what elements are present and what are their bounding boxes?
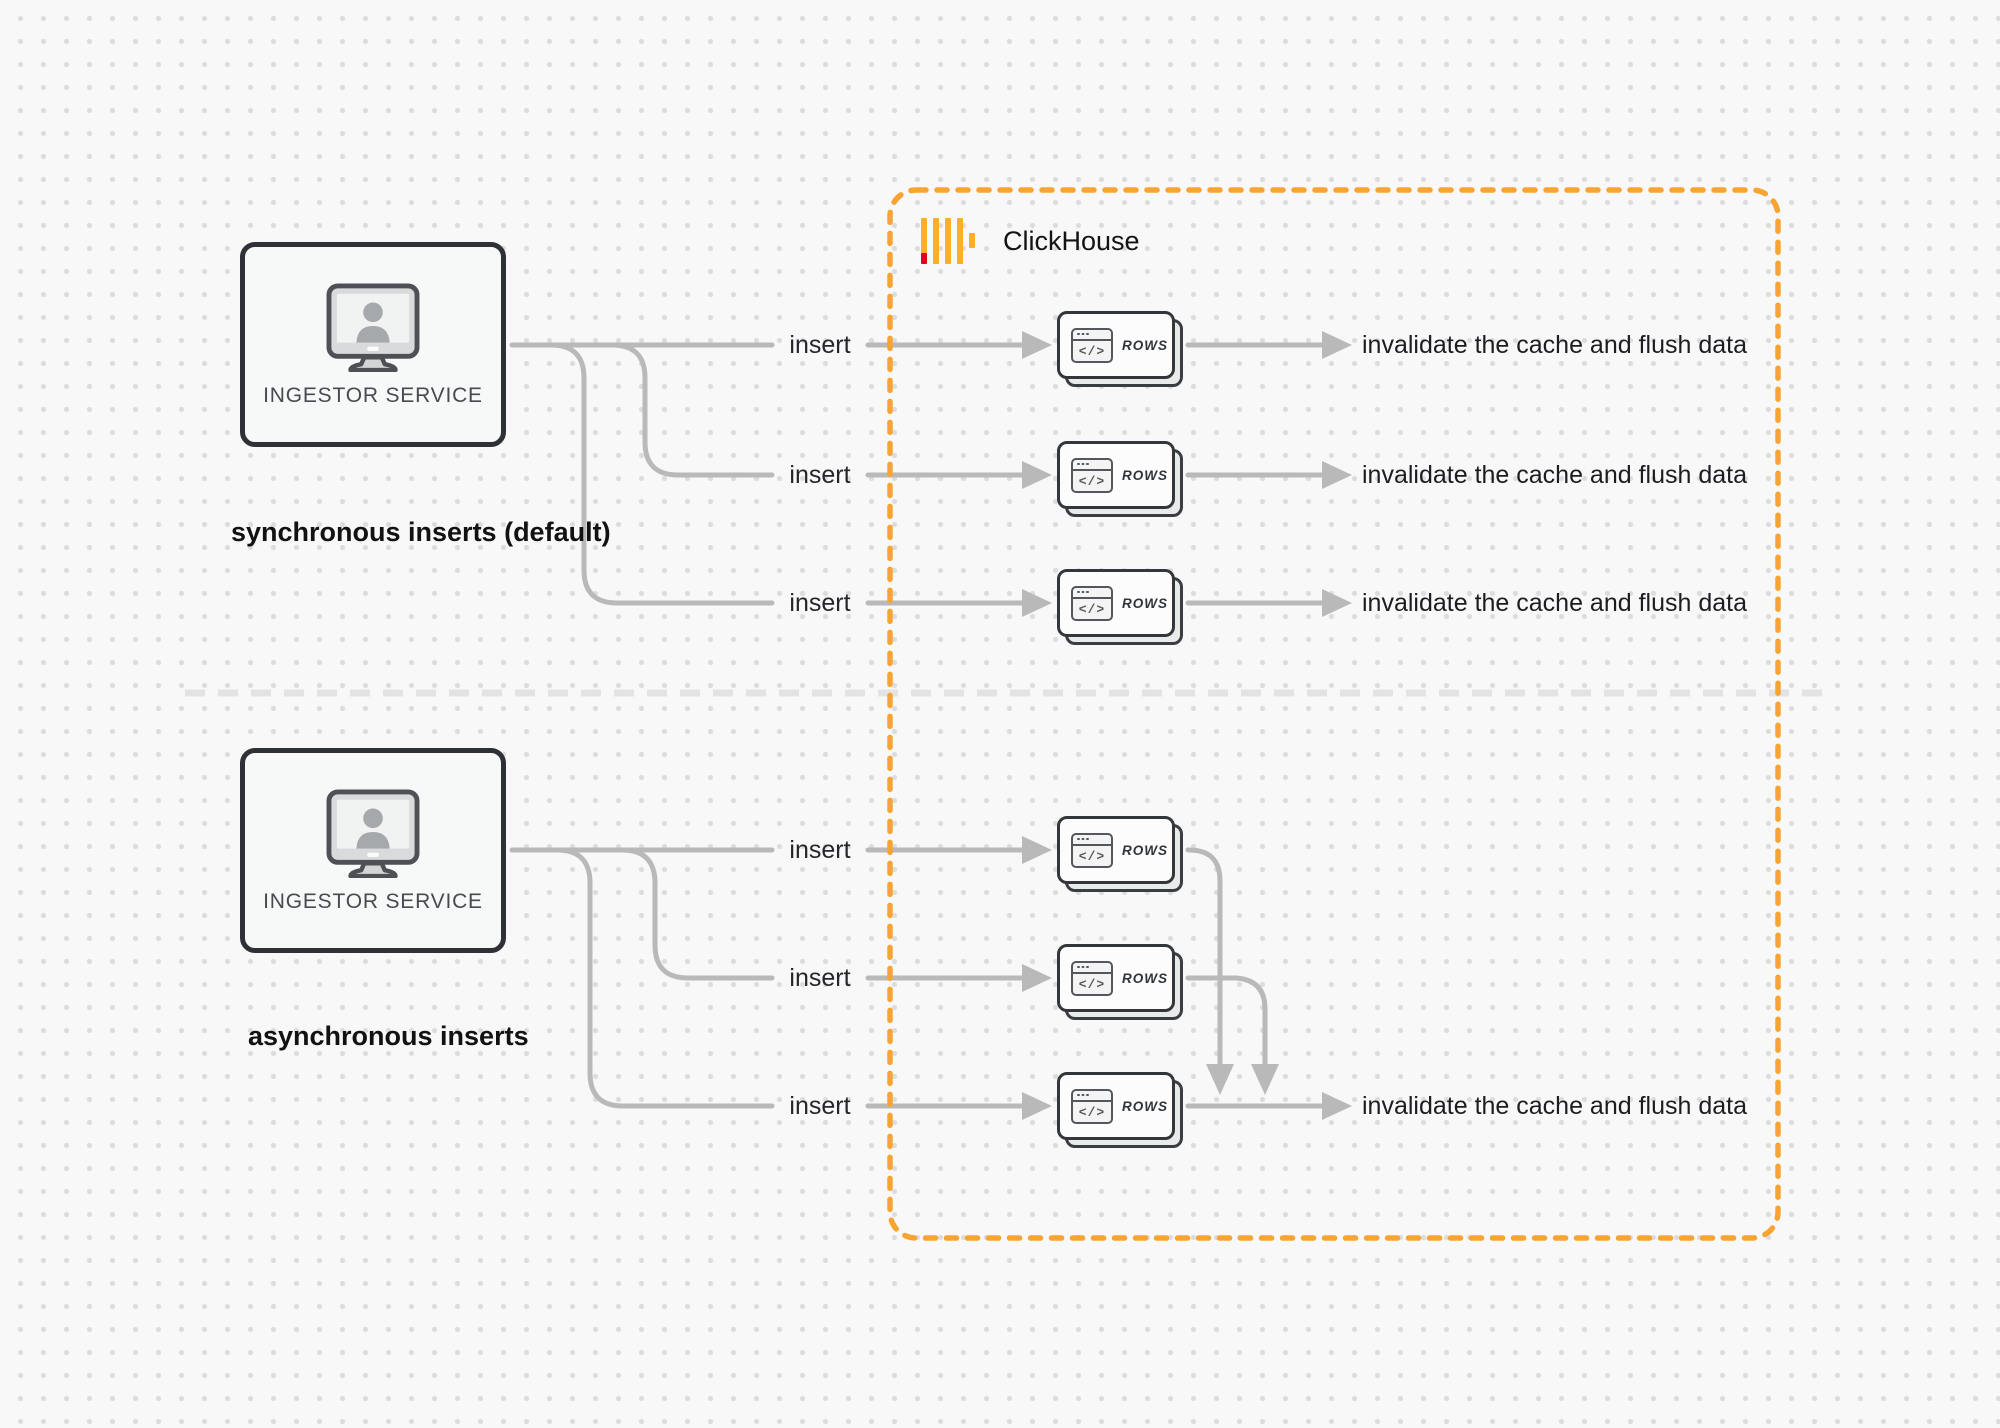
code-window-icon: </> (1071, 457, 1113, 493)
sync-insert-label-2: insert (789, 461, 851, 489)
rows-card-label: ROWS (1122, 595, 1168, 611)
async-ingestor-label: INGESTOR SERVICE (263, 889, 483, 913)
sync-ingestor-service-box: INGESTOR SERVICE (240, 242, 506, 447)
sync-rows-card-1: </> ROWS (1057, 311, 1183, 387)
async-rows-card-3: </> ROWS (1057, 1072, 1183, 1148)
sync-rows-card-2: </> ROWS (1057, 441, 1183, 517)
sync-result-label-2: invalidate the cache and flush data (1362, 461, 1747, 489)
rows-card-label: ROWS (1122, 337, 1168, 353)
code-window-icon: </> (1071, 327, 1113, 363)
async-result-label: invalidate the cache and flush data (1362, 1092, 1747, 1120)
async-caption: asynchronous inserts (248, 1021, 529, 1051)
monitor-user-icon (326, 788, 420, 878)
code-window-icon: </> (1071, 1088, 1113, 1124)
clickhouse-brand: ClickHouse (921, 217, 1140, 265)
async-ingestor-service-box: INGESTOR SERVICE (240, 748, 506, 953)
async-rows-card-2: </> ROWS (1057, 944, 1183, 1020)
sync-caption: synchronous inserts (default) (231, 517, 611, 547)
clickhouse-logo-icon (921, 218, 977, 264)
clickhouse-dashed-boundary (887, 187, 1781, 1241)
sync-rows-card-3: </> ROWS (1057, 569, 1183, 645)
sync-insert-label-1: insert (789, 331, 851, 359)
async-insert-label-3: insert (789, 1092, 851, 1120)
async-rows-card-1: </> ROWS (1057, 816, 1183, 892)
sync-connectors (509, 331, 1352, 617)
async-insert-label-2: insert (789, 964, 851, 992)
async-insert-label-1: insert (789, 836, 851, 864)
sync-insert-label-3: insert (789, 589, 851, 617)
rows-card-label: ROWS (1122, 467, 1168, 483)
rows-card-label: ROWS (1122, 842, 1168, 858)
rows-card-label: ROWS (1122, 970, 1168, 986)
code-window-icon: </> (1071, 960, 1113, 996)
code-window-icon: </> (1071, 585, 1113, 621)
sync-ingestor-label: INGESTOR SERVICE (263, 383, 483, 407)
monitor-user-icon (326, 282, 420, 372)
sync-result-label-1: invalidate the cache and flush data (1362, 331, 1747, 359)
code-window-icon: </> (1071, 832, 1113, 868)
sync-result-label-3: invalidate the cache and flush data (1362, 589, 1747, 617)
clickhouse-brand-name: ClickHouse (1003, 225, 1140, 256)
async-connectors (509, 836, 1352, 1120)
rows-card-label: ROWS (1122, 1098, 1168, 1114)
